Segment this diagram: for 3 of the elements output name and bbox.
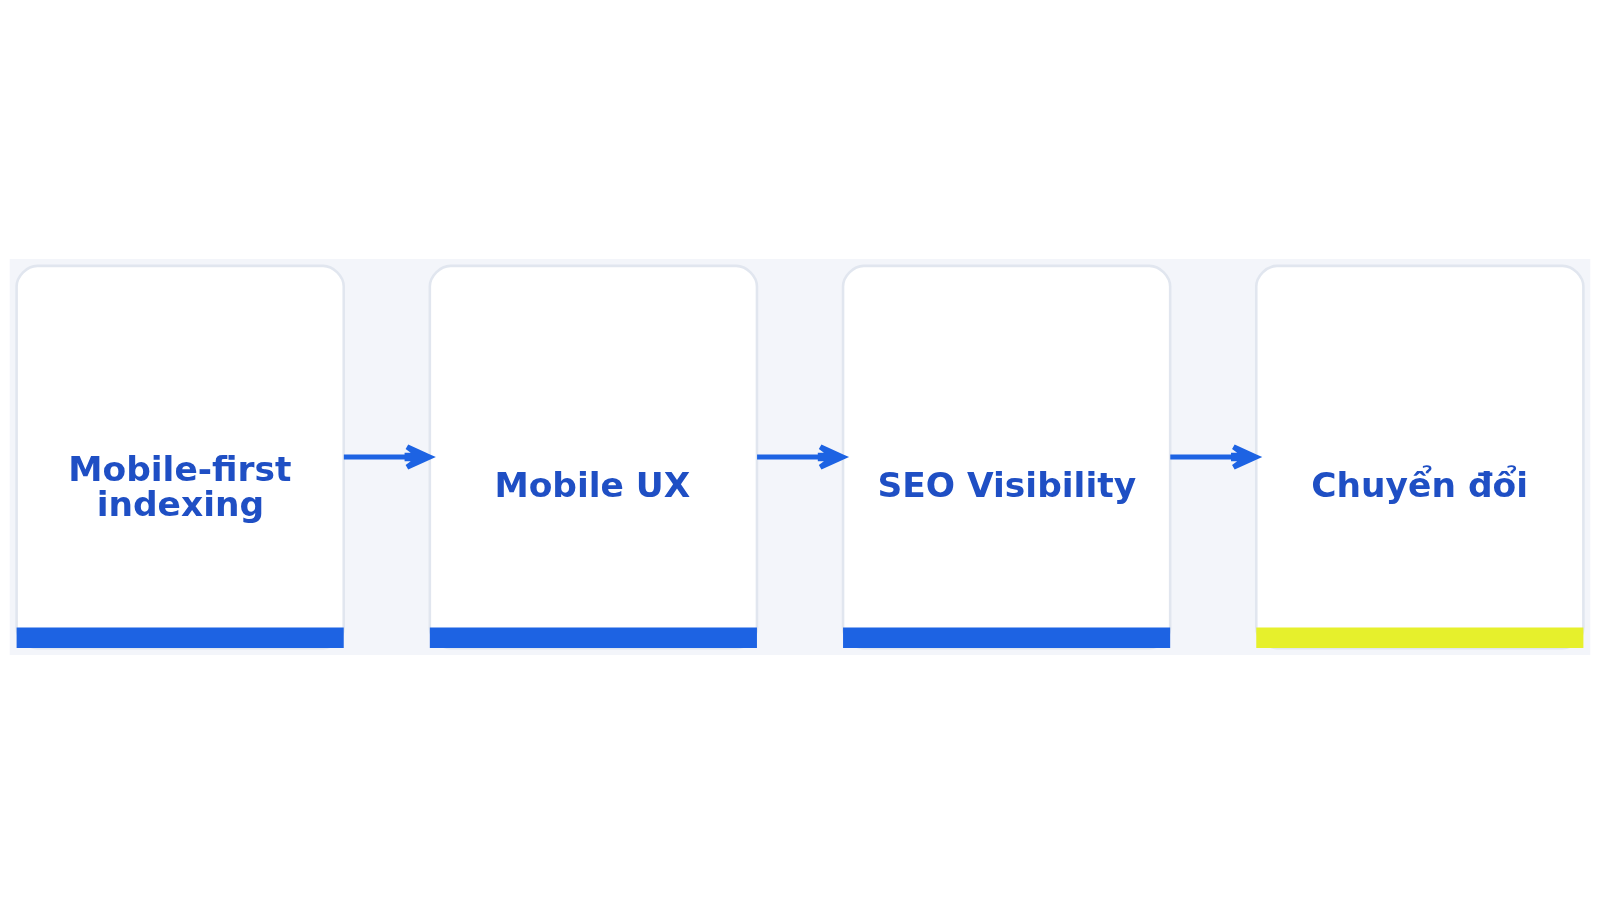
- arrow: [343, 444, 433, 470]
- arrow: [757, 444, 846, 470]
- arrow: [1170, 444, 1259, 470]
